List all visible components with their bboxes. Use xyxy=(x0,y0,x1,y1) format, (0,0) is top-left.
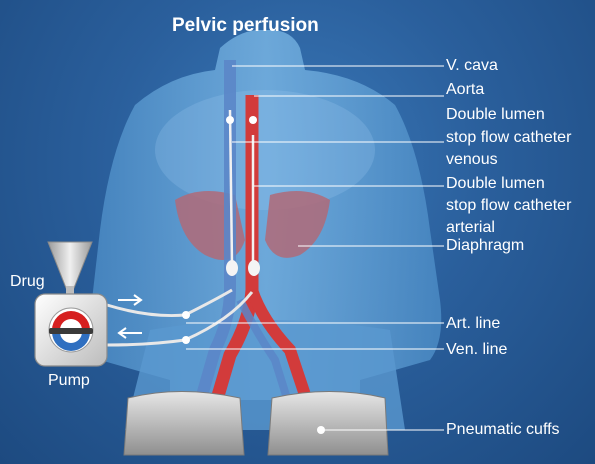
label-diaphragm: Diaphragm xyxy=(446,237,524,254)
drug-funnel xyxy=(48,242,92,288)
pneumatic-cuff-right xyxy=(268,392,388,456)
label-pneumatic-cuffs: Pneumatic cuffs xyxy=(446,421,560,438)
venous-catheter-tip xyxy=(226,116,234,124)
label-v-cava: V. cava xyxy=(446,57,498,74)
label-art-line: Art. line xyxy=(446,315,500,332)
diagram-title: Pelvic perfusion xyxy=(172,15,319,37)
label-catheter-venous-line2: stop flow catheter xyxy=(446,129,571,146)
label-catheter-arterial-line3: arterial xyxy=(446,219,495,236)
label-catheter-venous-line3: venous xyxy=(446,151,498,168)
ven-line-junction xyxy=(182,336,190,344)
label-drug: Drug xyxy=(10,273,45,290)
arterial-balloon xyxy=(248,260,260,276)
label-catheter-arterial-line2: stop flow catheter xyxy=(446,197,571,214)
pneumatic-cuff-left xyxy=(124,392,244,456)
label-catheter-arterial-line1: Double lumen xyxy=(446,175,545,192)
chest-highlight xyxy=(155,90,375,210)
label-pump: Pump xyxy=(48,372,90,389)
arterial-catheter-tip xyxy=(249,116,257,124)
pump-wheel-bar xyxy=(49,328,93,334)
venous-balloon xyxy=(226,260,238,276)
label-ven-line: Ven. line xyxy=(446,341,507,358)
label-aorta: Aorta xyxy=(446,81,484,98)
label-catheter-venous-line1: Double lumen xyxy=(446,106,545,123)
art-line-junction xyxy=(182,311,190,319)
